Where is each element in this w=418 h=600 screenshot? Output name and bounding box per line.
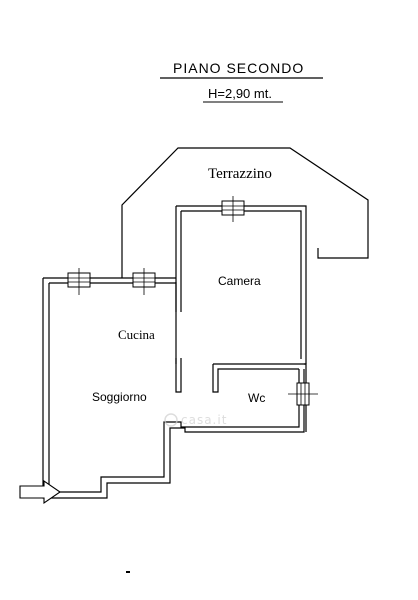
living-walls-outer: [42, 277, 307, 499]
bedroom-partition: [175, 282, 182, 312]
watermark: casa.it: [164, 413, 227, 427]
camera-walls: [175, 205, 307, 364]
room-label-cucina: Cucina: [118, 327, 155, 342]
wc-walls: [212, 363, 306, 393]
room-label-terrazzino: Terrazzino: [208, 166, 272, 182]
living-walls-inner: [48, 282, 300, 493]
floor-title: PIANO SECONDO: [173, 60, 304, 76]
room-label-soggiorno: Soggiorno: [92, 390, 147, 404]
watermark-logo-icon: [164, 413, 178, 427]
entrance-arrow-icon: [19, 479, 61, 505]
room-label-wc: Wc: [248, 391, 265, 405]
bedroom-partition-low: [175, 358, 182, 393]
scan-mark: [126, 571, 130, 573]
watermark-text: casa.it: [181, 413, 227, 427]
terrace-outline: [121, 147, 369, 278]
room-label-camera: Camera: [218, 274, 261, 288]
ceiling-height-label: H=2,90 mt.: [208, 86, 272, 101]
